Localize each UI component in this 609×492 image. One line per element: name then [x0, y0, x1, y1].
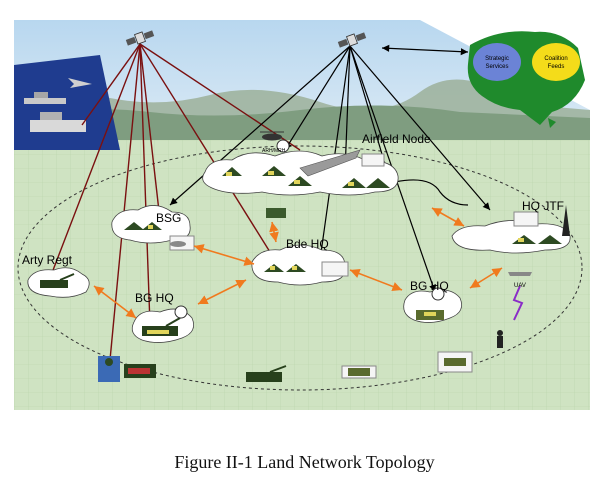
radar-icon	[276, 139, 290, 153]
strategic-services-bubble	[473, 43, 521, 81]
tent-icon	[262, 166, 286, 176]
tank-icon	[246, 365, 287, 382]
strategic-services-line1: Strategic	[485, 56, 509, 62]
network-links	[169, 44, 491, 293]
tent-icon	[124, 222, 144, 230]
radio-link	[469, 267, 503, 289]
tent-icon	[512, 235, 536, 244]
figure-caption: Figure II-1 Land Network Topology	[174, 452, 435, 472]
radio-links	[93, 207, 503, 319]
airfield-hq-link	[394, 179, 469, 206]
tent-icon	[342, 178, 366, 188]
tank-icon	[142, 317, 181, 336]
coalition-feeds-line1: Coalition	[544, 56, 567, 62]
hill-range	[14, 105, 590, 150]
strategic-services-line2: Services	[485, 64, 508, 70]
uav-link	[512, 285, 524, 321]
network-link	[349, 45, 491, 211]
tank-icon	[124, 364, 156, 378]
coalition-feeds-bubble	[532, 43, 580, 81]
helicopter-icon	[170, 241, 186, 247]
node-labels: Airfield Node BSG Bde HQ HQ JTF Arty Reg…	[22, 132, 564, 305]
bg-hq-right-label: BG HQ	[410, 279, 449, 293]
bsg-label: BSG	[156, 211, 181, 225]
truck-icon	[321, 261, 349, 277]
radar-icon	[431, 287, 445, 301]
bg-hq-left-label: BG HQ	[135, 291, 174, 305]
tank-icon	[40, 273, 75, 288]
tent-icon	[288, 176, 312, 186]
satellite-link	[139, 43, 161, 221]
helicopter-icon	[260, 131, 284, 141]
truck-icon	[341, 365, 377, 379]
satellite-link	[81, 43, 141, 126]
radio-link	[269, 221, 279, 243]
radar-icon	[174, 305, 188, 319]
soldier-icon	[497, 330, 503, 348]
network-link	[284, 45, 351, 151]
hq-jtf-label: HQ JTF	[522, 199, 564, 213]
tent-icon	[538, 235, 562, 244]
aircraft-icon	[299, 149, 361, 177]
satellite-icon	[125, 30, 155, 46]
network-boundary	[17, 145, 583, 391]
ship-icon	[30, 112, 86, 132]
arty-regt-label: Arty Regt	[22, 253, 73, 267]
truck-icon	[437, 351, 473, 373]
satellite-link	[49, 43, 141, 279]
tent-icon	[366, 178, 390, 188]
satellite-link	[139, 43, 276, 261]
truck-icon	[266, 208, 286, 218]
truck-icon	[513, 211, 539, 227]
radio-link	[193, 244, 255, 266]
radio-link	[93, 285, 137, 319]
tent-icon	[286, 264, 306, 272]
radio-tower-icon	[562, 205, 570, 236]
strategic-link	[381, 44, 469, 56]
uav-label: UAV	[514, 283, 526, 289]
node-equipment	[40, 131, 570, 382]
satellite-link	[139, 43, 151, 326]
bde-hq-label: Bde HQ	[286, 237, 329, 251]
uav-icon	[508, 272, 532, 276]
tent-icon	[222, 167, 242, 176]
truck-icon	[361, 153, 385, 167]
network-link	[341, 45, 351, 173]
radio-link	[431, 207, 465, 227]
airfield-node-label: Airfield Node	[362, 132, 431, 146]
coalition-feeds-line2: Feeds	[548, 64, 565, 70]
network-link	[169, 45, 351, 206]
radio-link	[197, 279, 247, 305]
tent-icon	[264, 264, 284, 272]
arh-mrh-label: ARH/MRH	[262, 148, 286, 154]
tent-icon	[142, 222, 162, 230]
aircraft-icon	[68, 78, 92, 88]
network-link	[317, 45, 351, 261]
truck-icon	[416, 310, 444, 320]
satellite-icon	[337, 32, 367, 48]
soldier-icon	[98, 356, 120, 382]
tasmania-map	[548, 118, 556, 128]
ship-icon	[24, 92, 66, 104]
radio-link	[349, 268, 403, 292]
